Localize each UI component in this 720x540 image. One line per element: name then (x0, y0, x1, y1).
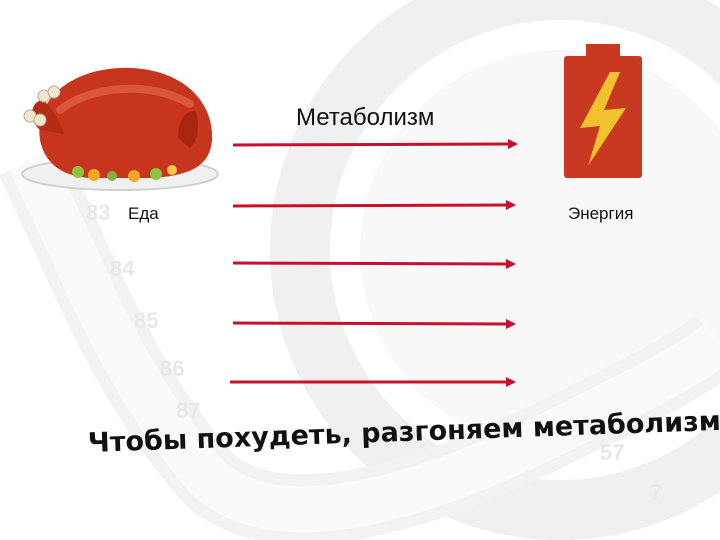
roast-chicken-icon (22, 68, 218, 190)
metabolism-arrow (233, 205, 514, 206)
energy-label: Энергия (568, 204, 633, 224)
food-label: Еда (128, 204, 159, 224)
svg-text:7: 7 (650, 480, 662, 505)
svg-text:84: 84 (110, 256, 135, 281)
metabolism-arrow (233, 263, 514, 264)
svg-text:85: 85 (134, 308, 158, 333)
svg-text:57: 57 (600, 440, 624, 465)
metabolism-title: Метаболизм (296, 104, 434, 132)
metabolism-arrow (233, 323, 514, 324)
svg-text:83: 83 (86, 200, 110, 225)
battery-lightning-icon (564, 44, 642, 178)
metabolism-arrow (233, 144, 516, 145)
svg-text:87: 87 (176, 398, 200, 423)
svg-text:86: 86 (160, 356, 184, 381)
